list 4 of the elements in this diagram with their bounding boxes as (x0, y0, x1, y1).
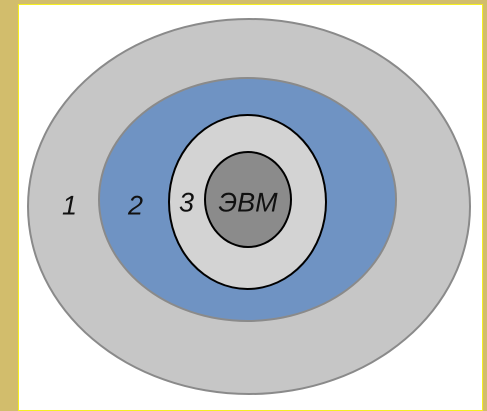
ring-label: 2 (128, 192, 144, 220)
ring-label: 3 (179, 190, 194, 216)
ring-label: 1 (62, 192, 78, 220)
ring-label: ЭВМ (218, 190, 278, 216)
